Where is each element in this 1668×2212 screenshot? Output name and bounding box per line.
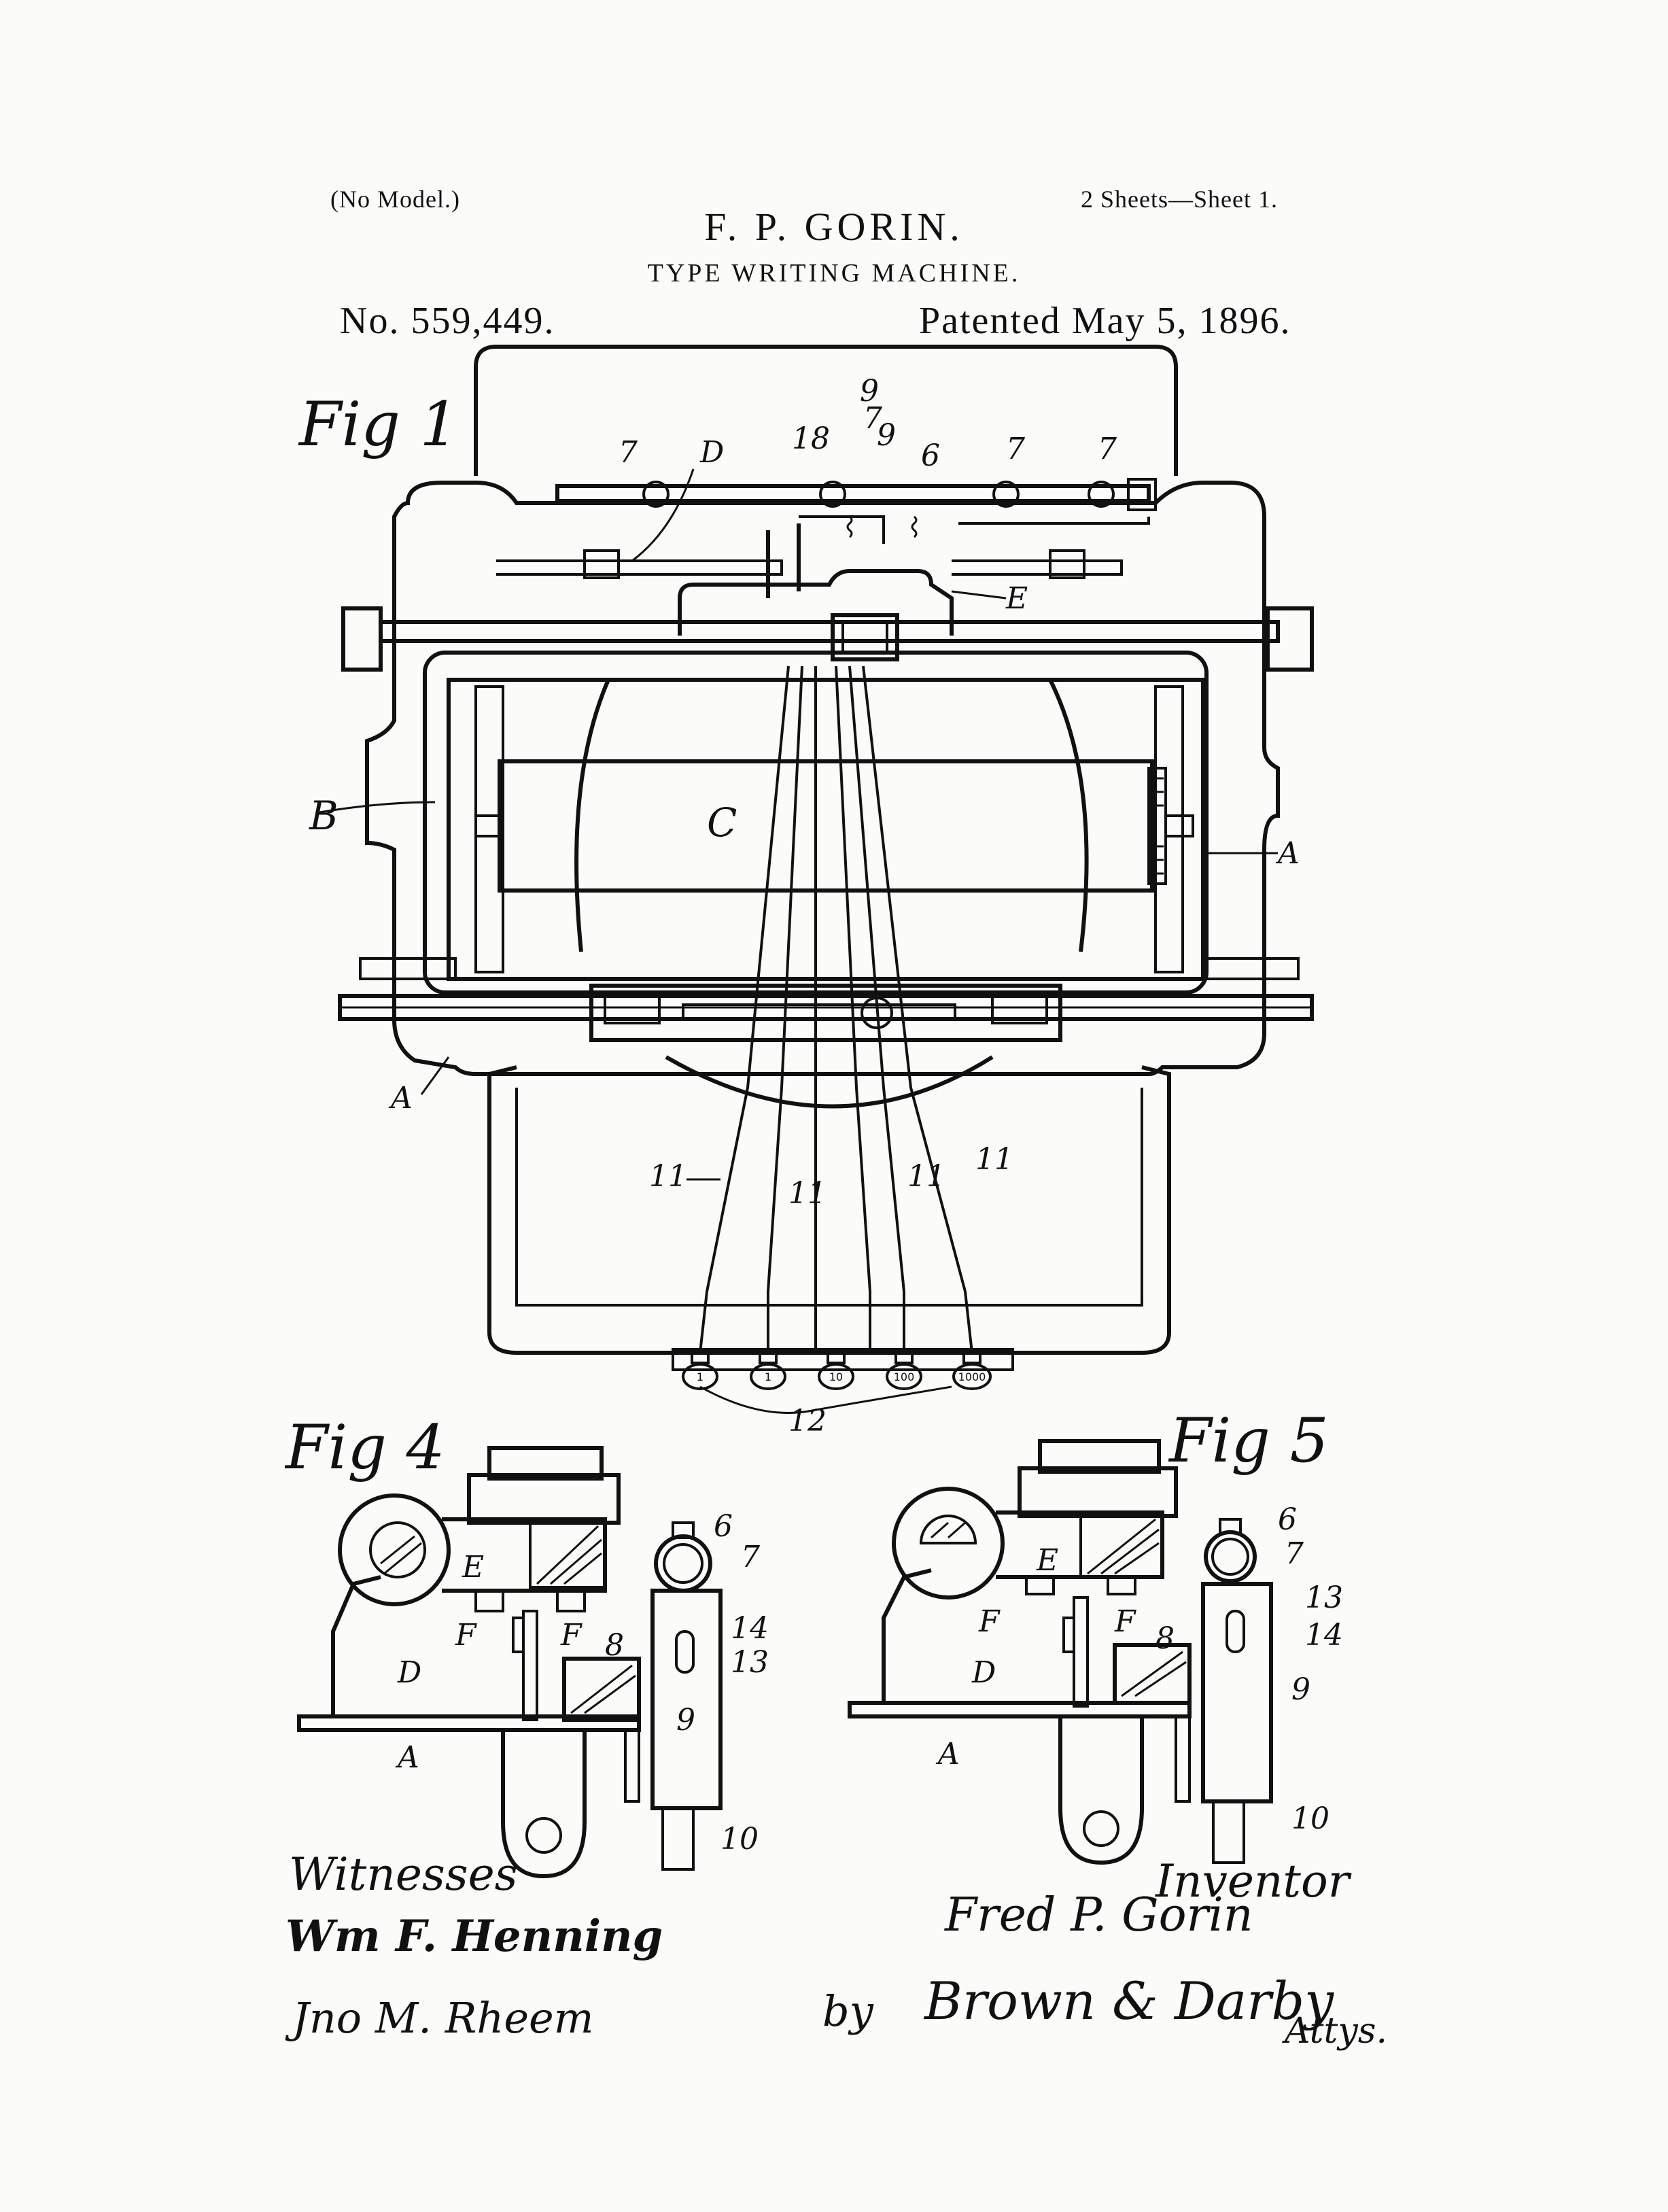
- attorneys-signature: Brown & Darby: [923, 1971, 1334, 2031]
- fig1-label: C: [707, 799, 737, 846]
- key-value: 1: [765, 1370, 771, 1383]
- plate-9-fig5: [1201, 1582, 1273, 1803]
- key: 1: [750, 1348, 786, 1390]
- fig5-label: A: [935, 1737, 960, 1772]
- key-value: 1000: [958, 1370, 986, 1383]
- left-rail-block: [341, 606, 383, 672]
- fig-1-caption: Fig 1: [298, 389, 459, 460]
- key: 1: [682, 1348, 718, 1390]
- upper-rail: [379, 620, 1280, 643]
- fig4-label: F: [560, 1618, 583, 1653]
- fig1-label: A: [388, 1081, 413, 1116]
- fig5-label: 6: [1278, 1502, 1297, 1537]
- witness-1-signature: Wm F. Henning: [285, 1911, 663, 1962]
- fig1-label: 7: [1098, 432, 1117, 466]
- fig1-label: 11: [907, 1159, 945, 1194]
- right-rail-block: [1266, 606, 1314, 672]
- fig5-label: 13: [1305, 1580, 1343, 1615]
- fig5-label: 7: [1285, 1536, 1304, 1571]
- fig1-label: B: [309, 793, 338, 839]
- fig1-label: 9: [860, 374, 879, 409]
- fig5-label: 10: [1291, 1801, 1330, 1836]
- lower-base: [487, 1065, 1171, 1355]
- fig1-label: 7: [863, 401, 882, 436]
- fig1-label: 9: [877, 418, 896, 453]
- patent-number: No. 559,449.: [340, 300, 555, 342]
- patent-date: Patented May 5, 1896.: [919, 300, 1291, 342]
- keys-12: 1 1 10 100 1000: [682, 1348, 992, 1390]
- basket-bottom-arc: [665, 1055, 994, 1109]
- fig-1-labels: 7 D 9 18 7 9 6 7 7 E B C A A 11 11 11 11…: [309, 374, 1300, 1438]
- patent-title: TYPE WRITING MACHINE.: [647, 259, 1021, 288]
- sheet-count: 2 Sheets—Sheet 1.: [1081, 186, 1278, 213]
- by-word: by: [822, 1986, 874, 2036]
- fig1-label: 6: [921, 438, 940, 473]
- fig5-label: 8: [1156, 1621, 1175, 1656]
- key-value: 100: [894, 1370, 915, 1383]
- fig1-label: D: [699, 435, 724, 470]
- fig4-label: F: [455, 1618, 477, 1653]
- platen-C: [498, 759, 1154, 893]
- basket-right-arc: [1048, 678, 1089, 952]
- fig1-label: 7: [1006, 432, 1025, 466]
- fig1-label: 11: [788, 1176, 827, 1211]
- fig-5-labels: 6 7 E F F D 8 13 14 9 A 10: [935, 1502, 1343, 1836]
- fig4-label: 13: [731, 1645, 769, 1680]
- key: 10: [818, 1348, 854, 1390]
- signature-block: Witnesses Wm F. Henning Jno M. Rheem Inv…: [285, 1848, 1387, 2052]
- inventor-name-header: F. P. GORIN.: [704, 205, 964, 249]
- basket-left-arc: [574, 678, 610, 952]
- fig1-label: 11: [649, 1159, 687, 1194]
- fig1-label: 18: [792, 421, 830, 456]
- figure-5: Fig 5 6 7 E F F: [848, 1405, 1343, 1865]
- fig5-label: F: [1114, 1604, 1136, 1639]
- fig4-label: 14: [731, 1611, 769, 1646]
- key-value: 10: [829, 1370, 843, 1383]
- fig1-label: A: [1275, 836, 1300, 871]
- fig4-label: 7: [741, 1540, 760, 1574]
- fig-5-caption: Fig 5: [1168, 1405, 1329, 1476]
- key: 1000: [952, 1348, 992, 1390]
- block-E: [766, 523, 801, 598]
- attys-word: Attys.: [1282, 2011, 1387, 2052]
- figure-1: Fig 1 7 D 9 18 7 9 6 7 7 E B C A A 11 11…: [298, 345, 1314, 1438]
- segment-D-left: [496, 559, 783, 576]
- witness-2-signature: Jno M. Rheem: [285, 1993, 594, 2043]
- fig4-label: 9: [676, 1703, 695, 1738]
- type-guide: [831, 613, 899, 661]
- fig5-label: 9: [1291, 1672, 1310, 1707]
- fig5-label: E: [1036, 1543, 1058, 1578]
- rear-housing: [474, 345, 1178, 476]
- figure-4: Fig 4: [284, 1412, 769, 1879]
- inventor-label: Inventor: [1155, 1855, 1352, 1907]
- fig1-label: 7: [619, 435, 638, 470]
- fig4-label: 6: [714, 1509, 733, 1544]
- fig1-label: 11: [975, 1142, 1013, 1177]
- fig-4-caption: Fig 4: [284, 1412, 445, 1483]
- fig5-label: F: [978, 1604, 1001, 1639]
- fig4-label: 8: [605, 1628, 624, 1663]
- fig4-label: 10: [720, 1822, 759, 1856]
- standard-fig4: [331, 1575, 381, 1716]
- fig5-label: 14: [1305, 1618, 1343, 1653]
- carriage-B: [447, 678, 1205, 981]
- fig4-label: D: [397, 1655, 421, 1690]
- fig-4-labels: 6 7 E F F D 8 14 13 9 A 10: [395, 1509, 769, 1856]
- plate-9-fig4: [650, 1589, 723, 1810]
- bar-6: [555, 484, 1151, 503]
- key: 100: [886, 1348, 922, 1390]
- fig5-label: D: [971, 1655, 996, 1690]
- key-value: 1: [697, 1370, 703, 1383]
- fig4-label: A: [395, 1740, 419, 1775]
- fig4-label: E: [462, 1550, 484, 1585]
- fig1-label: E: [1005, 581, 1028, 616]
- escapement-block: [589, 984, 1062, 1042]
- witnesses-label: Witnesses: [289, 1848, 518, 1901]
- inventor-signature: Fred P. Gorin: [943, 1888, 1253, 1942]
- no-model-note: (No Model.): [330, 186, 460, 213]
